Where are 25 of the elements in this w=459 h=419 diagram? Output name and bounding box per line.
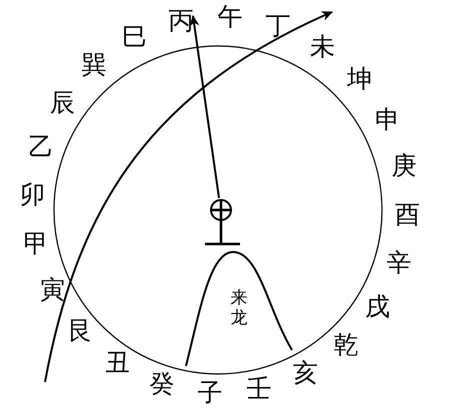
direction-label: 子 [198,380,223,406]
ridge-label: 来龙 [230,288,248,328]
direction-label: 丑 [105,350,130,376]
direction-label: 壬 [246,376,272,402]
direction-label: 丁 [266,13,291,40]
direction-label: 午 [217,4,242,30]
direction-label: 坤 [347,66,372,92]
direction-label: 酉 [395,202,420,228]
direction-label: 辛 [386,250,412,276]
direction-label: 乙 [28,134,54,160]
direction-label: 甲 [24,231,49,258]
direction-label: 庚 [391,152,416,179]
direction-label: 亥 [292,360,318,386]
direction-label: 巽 [82,52,107,78]
direction-label: 寅 [40,277,65,304]
direction-label: 乾 [333,332,358,358]
direction-label: 艮 [68,318,93,344]
direction-label: 巳 [122,24,148,50]
direction-label: 辰 [50,90,75,116]
direction-label: 卯 [20,182,45,208]
direction-label: 未 [310,34,335,60]
direction-label: 丙 [168,8,194,34]
direction-label: 戌 [365,294,390,320]
direction-label: 癸 [149,370,174,397]
direction-label: 申 [375,106,400,133]
